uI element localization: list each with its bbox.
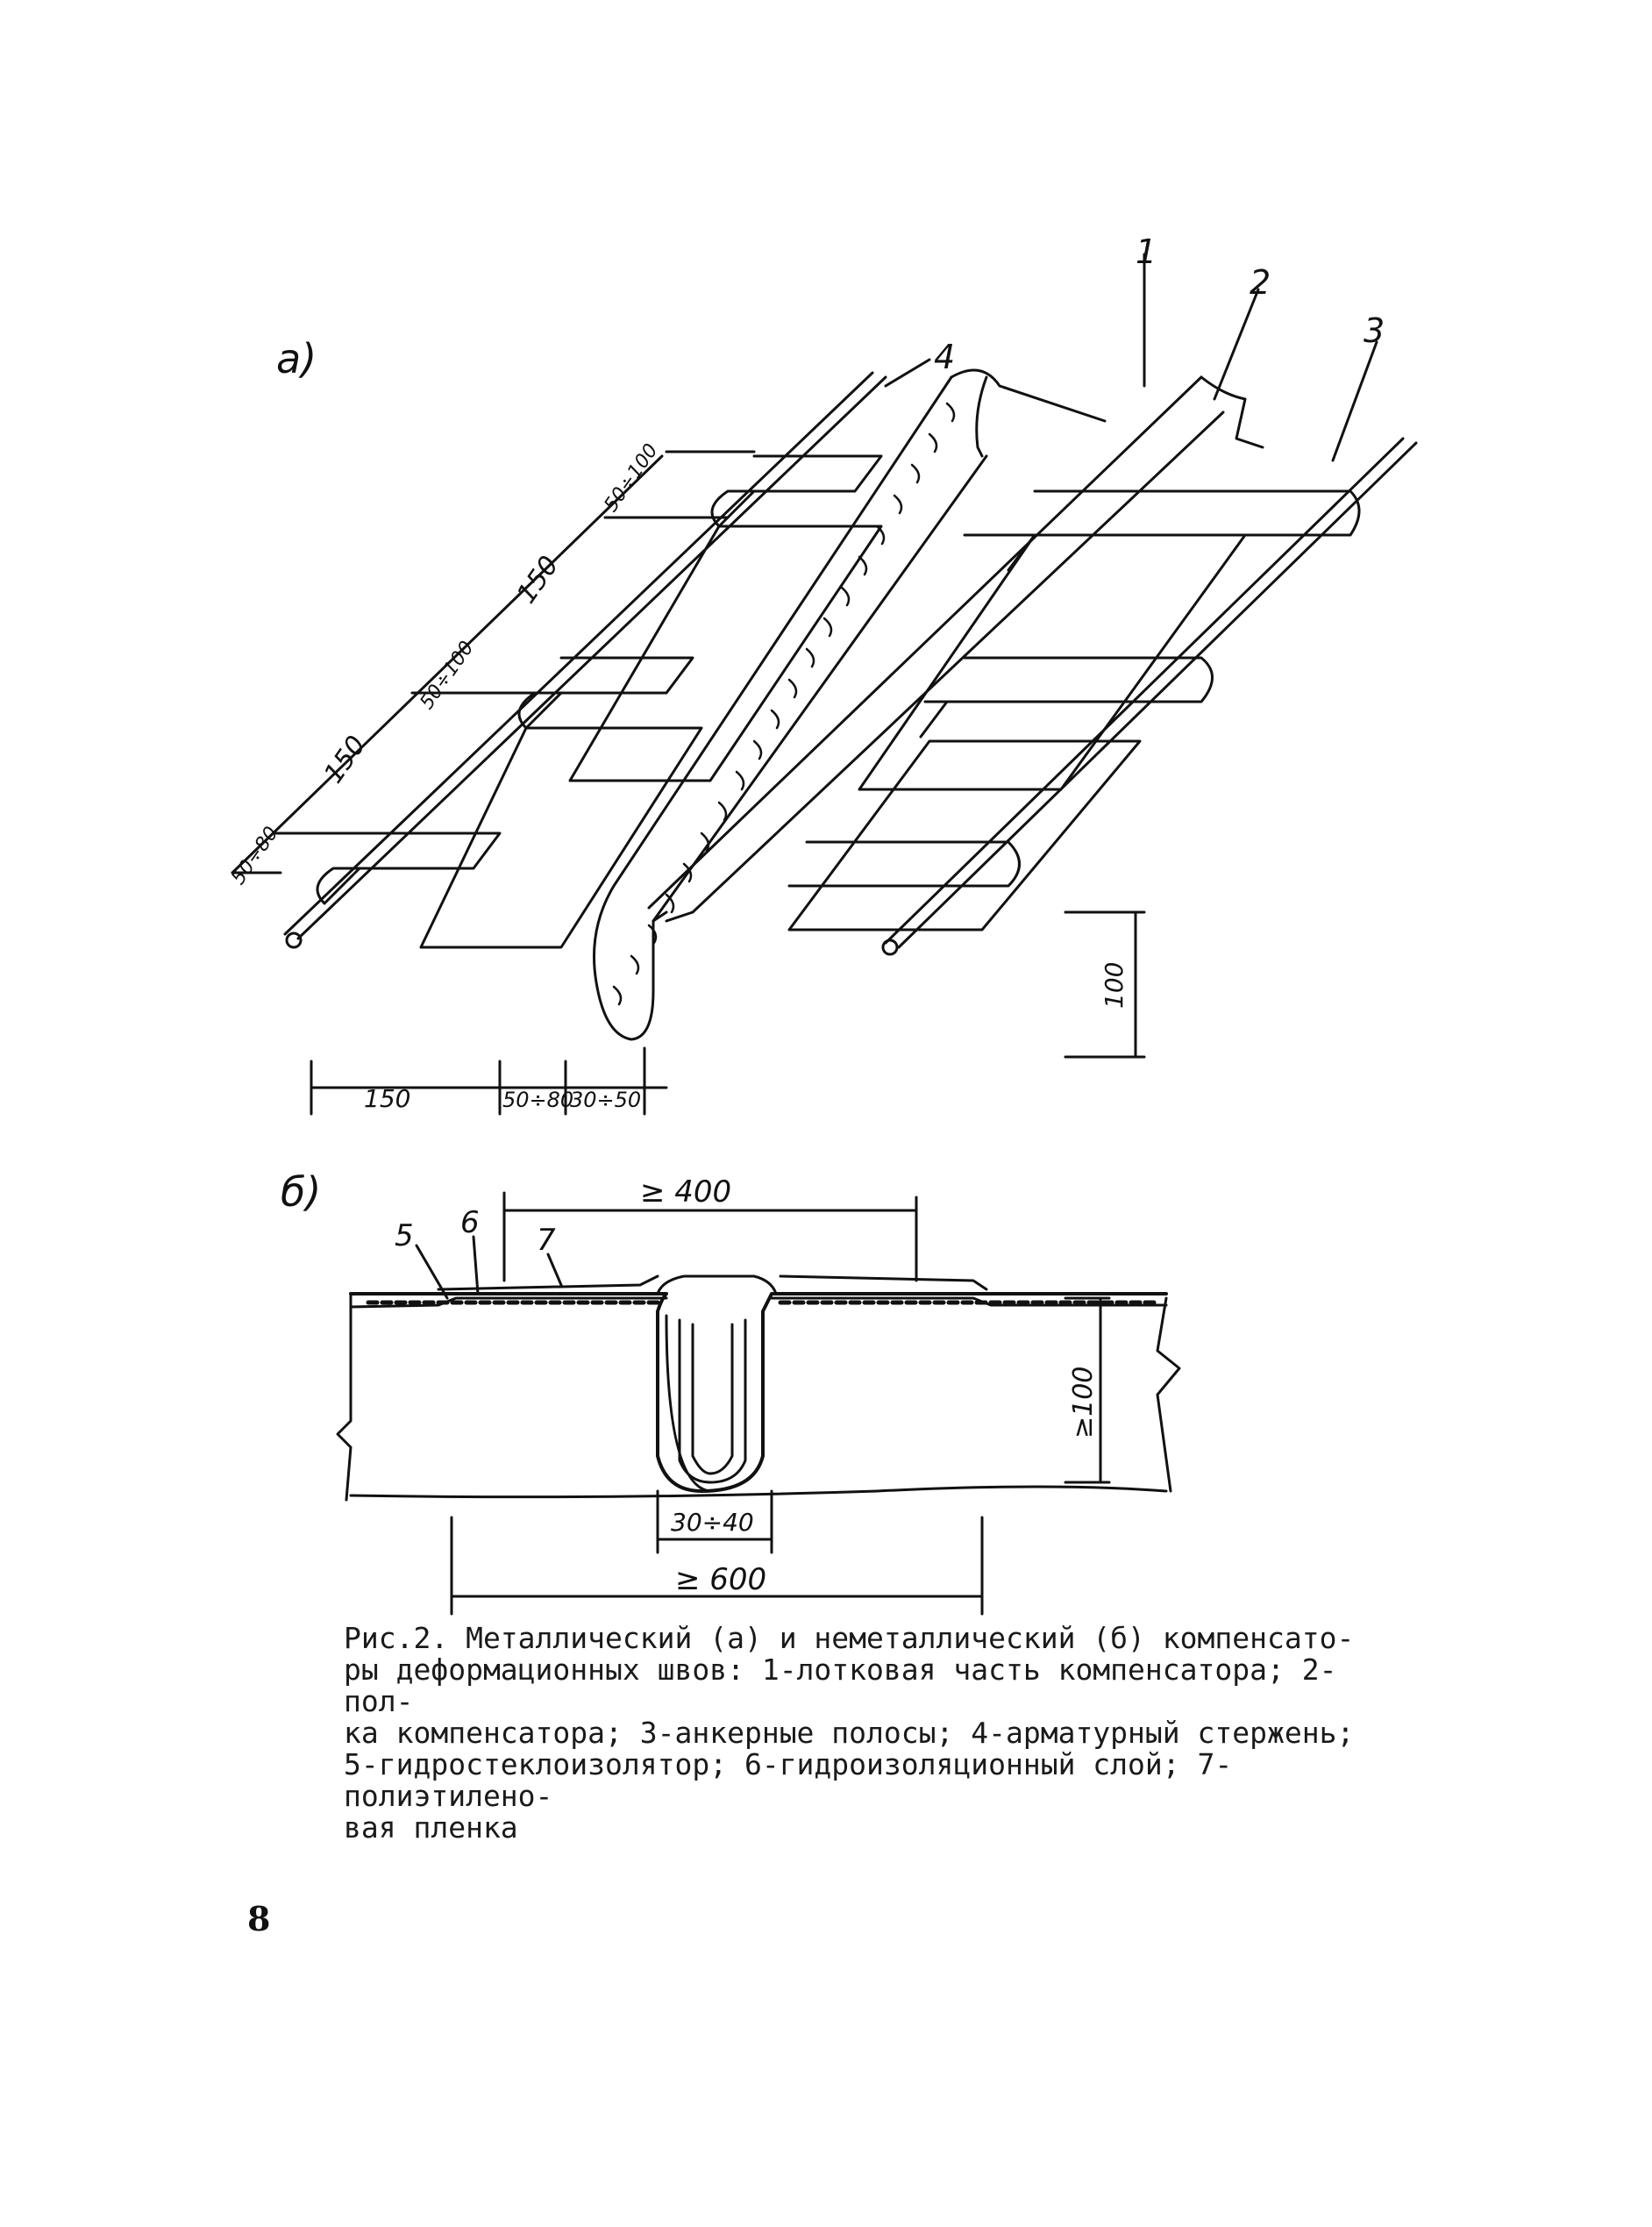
callout-7: 7 <box>537 1223 556 1258</box>
dim-a-left-5: 50÷80 <box>227 823 282 889</box>
dim-b-bottom: ≥ 600 <box>675 1562 766 1597</box>
dim-b-top: ≥ 400 <box>640 1174 731 1210</box>
callout-5: 5 <box>395 1218 414 1253</box>
figure-caption: Рис.2. Металлический (а) и неметаллическ… <box>344 1623 1396 1844</box>
dim-a-bottom-2: 50÷80 <box>502 1088 573 1112</box>
callout-4: 4 <box>934 338 955 376</box>
dim-b-height: ≥100 <box>1068 1367 1099 1438</box>
caption-line: Рис.2. Металлический (а) и неметаллическ… <box>344 1621 1355 1655</box>
dim-a-height: 100 <box>1100 962 1129 1009</box>
callout-1: 1 <box>1136 232 1157 271</box>
dim-a-bottom-3: 30÷50 <box>570 1088 641 1112</box>
page-number: 8 <box>247 1899 271 1938</box>
dim-a-left-3: 50÷100 <box>416 638 478 714</box>
caption-line: ры деформационных швов: 1-лотковая часть… <box>344 1652 1337 1718</box>
caption-line: ка компенсатора; 3-анкерные полосы; 4-ар… <box>344 1716 1355 1750</box>
callout-2: 2 <box>1250 263 1271 302</box>
part-a-label: а) <box>276 335 317 382</box>
caption-line: 5-гидростеклоизолятор; 6-гидроизоляционн… <box>344 1747 1233 1813</box>
caption-line: вая пленка <box>344 1810 518 1845</box>
metal-compensator-drawing <box>231 253 1418 1116</box>
callout-3: 3 <box>1364 311 1385 350</box>
dim-a-left-1: 50÷100 <box>600 440 662 517</box>
part-b-labels: б) 5 6 7 ≥ 400 ≥100 30÷40 ≥ 600 <box>281 1168 1099 1597</box>
nonmetal-compensator-drawing <box>336 1191 1181 1616</box>
callout-6: 6 <box>460 1205 480 1240</box>
part-b-label: б) <box>281 1168 321 1216</box>
dim-a-bottom-1: 150 <box>364 1084 410 1113</box>
dim-b-gap: 30÷40 <box>671 1508 754 1537</box>
